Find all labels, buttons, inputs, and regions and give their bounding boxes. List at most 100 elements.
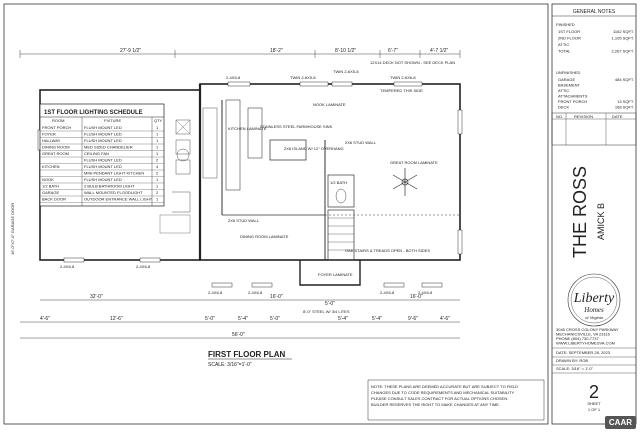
lighting-schedule-table [39,103,165,207]
lighting-row-qty: 1 [156,145,159,150]
window-top-2: TWIN 2-6X5-8 [290,75,316,80]
lighting-row-fixture: 2 BULB BATHROOM LIGHT [84,184,135,189]
stud-wall-note-2: 2X6 STUD WALL [228,218,260,223]
title-scale: SCALE: 3/16" = 1'-0" [556,366,594,371]
sheet-label: SHEET [587,401,601,406]
bottom-dim-b4: 5'-4" [238,316,248,322]
room-nook: NOOK LAMINATE [313,102,346,107]
lighting-row-qty: 2 [156,158,159,163]
unfinished-label: UNFINISHED [556,70,581,75]
lighting-row-qty: 2 [156,190,159,195]
rev-col-revision: REVISION [574,114,593,119]
finished-area-value: 2,267 SQFT. [612,49,634,54]
rev-col-no: NO. [556,114,563,119]
garage-box [175,119,191,135]
lighting-row-qty: 1 [156,138,159,143]
unfinished-area-label: FRONT PORCH [558,99,587,104]
rev-col-date: DATE [612,114,623,119]
plan-title: FIRST FLOOR PLAN [208,350,286,359]
lighting-row-qty: 4 [156,164,159,169]
unfinished-area-label: ATTIC [558,88,569,93]
sink-note: STAINLESS STEEL FARMHOUSE SINK [260,124,333,129]
unfinished-area-label: BASEMENT [558,83,581,88]
lighting-row-fixture: MINI PENDANT LIGHT KITCHEN [84,171,144,176]
lighting-row-fixture: CEILING FAN [84,151,109,156]
liberty-homes-logo-icon: Liberty Homes of Virginia [567,273,621,327]
window-bottom-2: 2-4X6-8 [136,264,151,269]
company-address: 3045 CROSS COLONY PARKWAYMECHANICSVILLE,… [556,327,619,346]
title-block [551,3,637,425]
lighting-row-fixture: FLUSH MOUNT LED [84,158,122,163]
garage-door-note: 16'-0"X7'-0" GARAGE DOOR [10,203,15,255]
lighting-col-qty: QTY [154,118,163,123]
lighting-row-qty: 2 [156,171,159,176]
brand-tag: of Virginia [585,315,603,320]
lighting-row-qty: 1 [156,125,159,130]
finished-area-value: 1162 SQFT. [613,29,634,34]
island-note: 2X6 ISLAND W/ 12" OVERHANG [284,146,344,151]
unfinished-area-value: 168 SQFT. [615,105,634,110]
window-top-3: TWIN 2-6X5-8 [333,69,359,74]
toilet-icon [335,188,347,204]
room-great-room: GREAT ROOM LAMINATE [390,160,438,165]
house-name: THE ROSS [570,166,590,258]
finished-label: FINISHED [556,22,575,27]
lighting-row-room: GREAT ROOM [42,151,69,156]
unfinished-area-label: GARAGE [558,77,575,82]
brand-main: Liberty [573,291,615,306]
half-bath [327,174,355,208]
room-kitchen: KITCHEN LAMINATE [228,126,267,131]
sheet-number: 2 [589,382,599,402]
disclaimer-line: BUILDER RESERVES THE RIGHT TO MAKE CHANG… [371,402,500,407]
stairs-note: OAK STAIRS & TREADS OPEN - BOTH SIDES [345,248,430,253]
finished-area-label: ATTIC [558,42,569,47]
lighting-row-room: FOYER [42,132,56,137]
house-subtitle: AMICK B [596,203,606,240]
top-dim-2: 18'-2" [270,48,283,54]
address-line: WWW.LIBERTYHOMESVA.COM [556,341,615,346]
address-line: MECHANICSVILLE, VA 23116 [556,332,611,337]
house-walls [199,83,461,261]
lighting-row-qty: 1 [156,197,159,202]
brand-sub: Homes [583,306,604,314]
address-line: PHONE (804) 730-7737 [556,336,599,341]
drawing-border [3,3,549,425]
room-foyer: FOYER LAMINATE [318,272,353,277]
lighting-row-qty: 1 [156,151,159,156]
lighting-row-fixture: OUTDOOR ENTRANCE WALL LIGHT [84,197,153,202]
lighting-row-room: GARAGE [42,190,59,195]
address-line: 3045 CROSS COLONY PARKWAY [556,327,619,332]
lighting-row-qty: 1 [156,132,159,137]
bottom-dim-a1: 32'-0" [90,294,103,300]
unfinished-area-label: ATTACHMENTS [558,94,588,99]
bottom-dim-b8: 9'-6" [408,316,418,322]
kitchen-island [269,139,307,161]
garage-steps [172,191,191,213]
bottom-dim-b7: 5'-4" [372,316,382,322]
room-dining: DINING ROOM LAMINATE [240,234,289,239]
general-notes-title: GENERAL NOTES [573,9,616,15]
window-bottom-4: 2-4X6-8 [248,290,263,295]
bottom-dim-b2: 12'-6" [110,316,123,322]
unfinished-area-value: 13 SQFT. [617,99,634,104]
kitchen-counter [225,99,241,191]
lighting-row-room: KITCHEN [42,164,60,169]
lighting-row-fixture: FLUSH MOUNT LED [84,138,122,143]
lighting-row-room: BACK DOOR [42,197,66,202]
finished-area-value: 1,105 SQFT. [612,36,634,41]
plan-scale: SCALE: 3/16"=1'-0" [208,362,252,368]
caar-badge: CAAR [604,416,636,429]
stairs [327,209,355,261]
unfinished-area-label: DECK [558,105,569,110]
lighting-row-room: 1/2 BATH [42,184,59,189]
lighting-row-qty: 1 [156,177,159,182]
top-dim-1: 27'-9 1/2" [120,48,141,54]
lighting-row-room: HALLWAY [42,138,61,143]
lighting-row-fixture: FLUSH MOUNT LED [84,132,122,137]
bottom-dim-b6: 5'-4" [338,316,348,322]
